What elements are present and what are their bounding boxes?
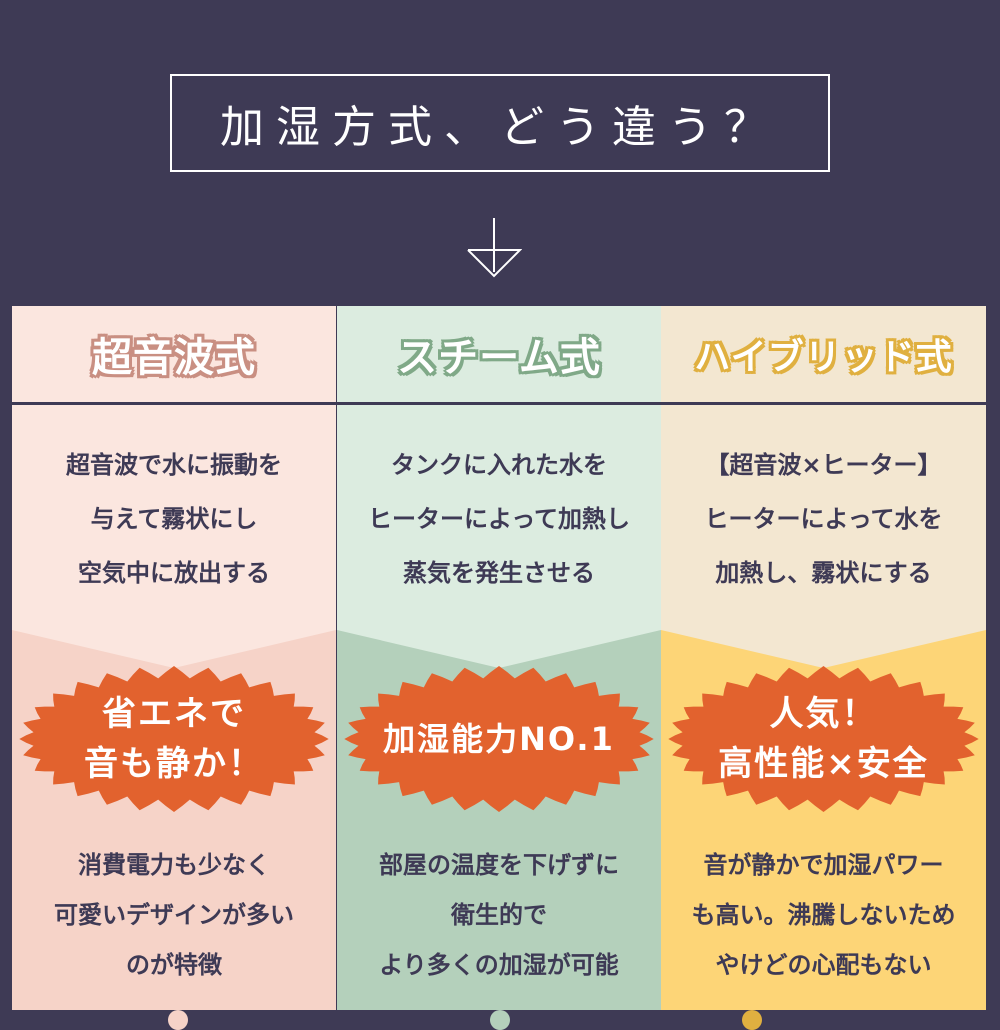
column-note: 音が静かで加湿パワーも高い。沸騰しないためやけどの心配もない xyxy=(661,840,986,990)
badge-line: 音も静か！ xyxy=(84,744,264,784)
arrow-down-icon xyxy=(467,218,522,278)
column-description: 【超音波×ヒーター】ヒーターによって水を加熱し、霧状にする xyxy=(661,438,986,600)
note-line: も高い。沸騰しないため xyxy=(691,901,956,929)
note-line: のが特徴 xyxy=(126,951,222,979)
note-line: 音が静かで加湿パワー xyxy=(703,851,944,879)
description-line: 【超音波×ヒーター】 xyxy=(705,451,942,479)
decor-dot xyxy=(490,1010,510,1030)
description-line: ヒーターによって水を xyxy=(704,505,943,533)
badge-line: 高性能×安全 xyxy=(718,744,929,784)
description-line: 与えて霧状にし xyxy=(90,505,258,533)
description-line: 蒸気を発生させる xyxy=(403,559,595,587)
description-line: 超音波で水に振動を xyxy=(66,451,282,479)
column-description: タンクに入れた水をヒーターによって加熱し蒸気を発生させる xyxy=(337,438,661,600)
column-description: 超音波で水に振動を与えて霧状にし空気中に放出する xyxy=(12,438,336,600)
description-line: ヒーターによって加熱し xyxy=(367,505,631,533)
note-line: やけどの心配もない xyxy=(715,951,932,979)
badge-shape xyxy=(344,666,654,812)
decor-dot xyxy=(742,1010,762,1030)
header-divider xyxy=(12,402,986,405)
description-line: 加熱し、霧状にする xyxy=(715,559,932,587)
badge-line: 人気！ xyxy=(769,694,878,734)
note-line: 衛生的で xyxy=(451,901,547,929)
page-title: 加湿方式、どう違う？ xyxy=(220,102,780,153)
column-header: 超音波式 xyxy=(92,335,256,381)
title-box: 加湿方式、どう違う？ xyxy=(170,74,830,172)
column-note: 部屋の温度を下げずに衛生的でより多くの加湿が可能 xyxy=(337,840,661,990)
badge-line: 省エネで xyxy=(102,694,246,734)
note-line: 可愛いデザインが多い xyxy=(54,901,294,929)
badge-shape xyxy=(668,666,979,812)
column-header: ハイブリッド式 xyxy=(694,337,953,378)
badge-shape xyxy=(19,666,329,812)
note-line: 消費電力も少なく xyxy=(78,851,270,879)
description-line: 空気中に放出する xyxy=(78,559,270,587)
badge: 人気！ 高性能×安全 xyxy=(661,664,986,814)
column-1: スチーム式タンクに入れた水をヒーターによって加熱し蒸気を発生させる加湿能力NO.… xyxy=(337,306,661,1010)
description-line: タンクに入れた水を xyxy=(391,451,607,479)
column-note: 消費電力も少なく可愛いデザインが多いのが特徴 xyxy=(12,840,336,990)
column-2: ハイブリッド式【超音波×ヒーター】ヒーターによって水を加熱し、霧状にする人気！ 高… xyxy=(661,306,986,1010)
note-line: 部屋の温度を下げずに xyxy=(379,851,619,879)
badge: 加湿能力NO.1 xyxy=(337,664,661,814)
badge-line: 加湿能力NO.1 xyxy=(383,720,615,758)
note-line: より多くの加湿が可能 xyxy=(379,951,619,979)
decor-dot xyxy=(168,1010,188,1030)
badge: 省エネで音も静か！ xyxy=(12,664,336,814)
column-header: スチーム式 xyxy=(397,335,601,381)
column-0: 超音波式超音波で水に振動を与えて霧状にし空気中に放出する省エネで音も静か！ 消費電… xyxy=(12,306,336,1010)
